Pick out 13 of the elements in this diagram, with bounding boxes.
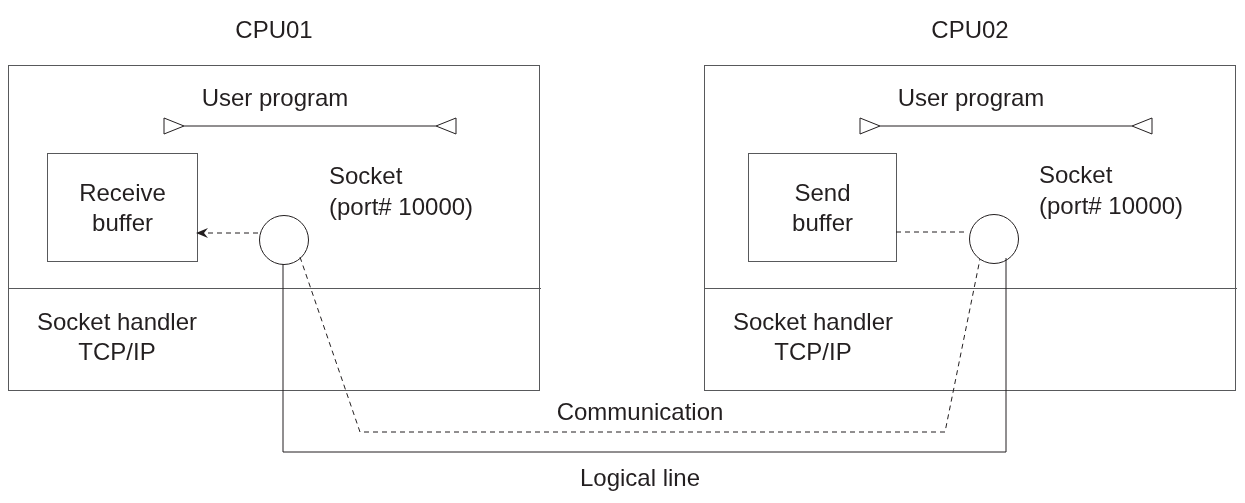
section-title: User program (200, 84, 350, 112)
buffer-label: Receive buffer (78, 177, 167, 238)
section-title: User program (896, 84, 1046, 112)
handler-label: Socket handler TCP/IP (35, 307, 199, 367)
dashed-connector (196, 228, 259, 238)
cpu-title: CPU01 (234, 16, 314, 44)
dashed-connector (299, 256, 981, 433)
buffer-box (47, 153, 198, 262)
buffer-label: Send buffer (791, 177, 854, 238)
connector-line (282, 257, 1007, 453)
handler-label: Socket handler TCP/IP (731, 307, 895, 367)
cpu-title: CPU02 (930, 16, 1010, 44)
buffer-box (748, 153, 897, 262)
